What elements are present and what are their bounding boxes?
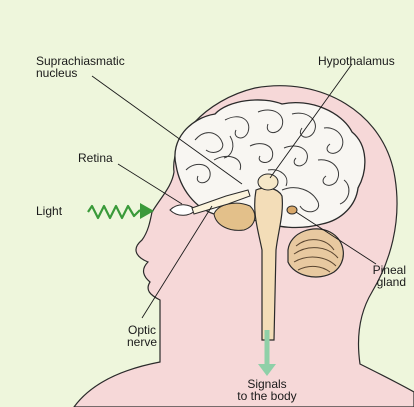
label-signals-to-the-body: Signals to the body — [227, 378, 307, 402]
label-optic-nerve: Optic nerve — [114, 324, 170, 348]
pineal-gland — [287, 206, 297, 214]
label-hypothalamus: Hypothalamus — [318, 55, 395, 67]
hypothalamus-region — [258, 174, 278, 190]
label-retina: Retina — [78, 152, 113, 164]
label-light: Light — [36, 205, 62, 217]
label-pineal-gland: Pineal gland — [360, 264, 406, 288]
label-suprachiasmatic-nucleus: Suprachiasmatic nucleus — [36, 55, 125, 79]
